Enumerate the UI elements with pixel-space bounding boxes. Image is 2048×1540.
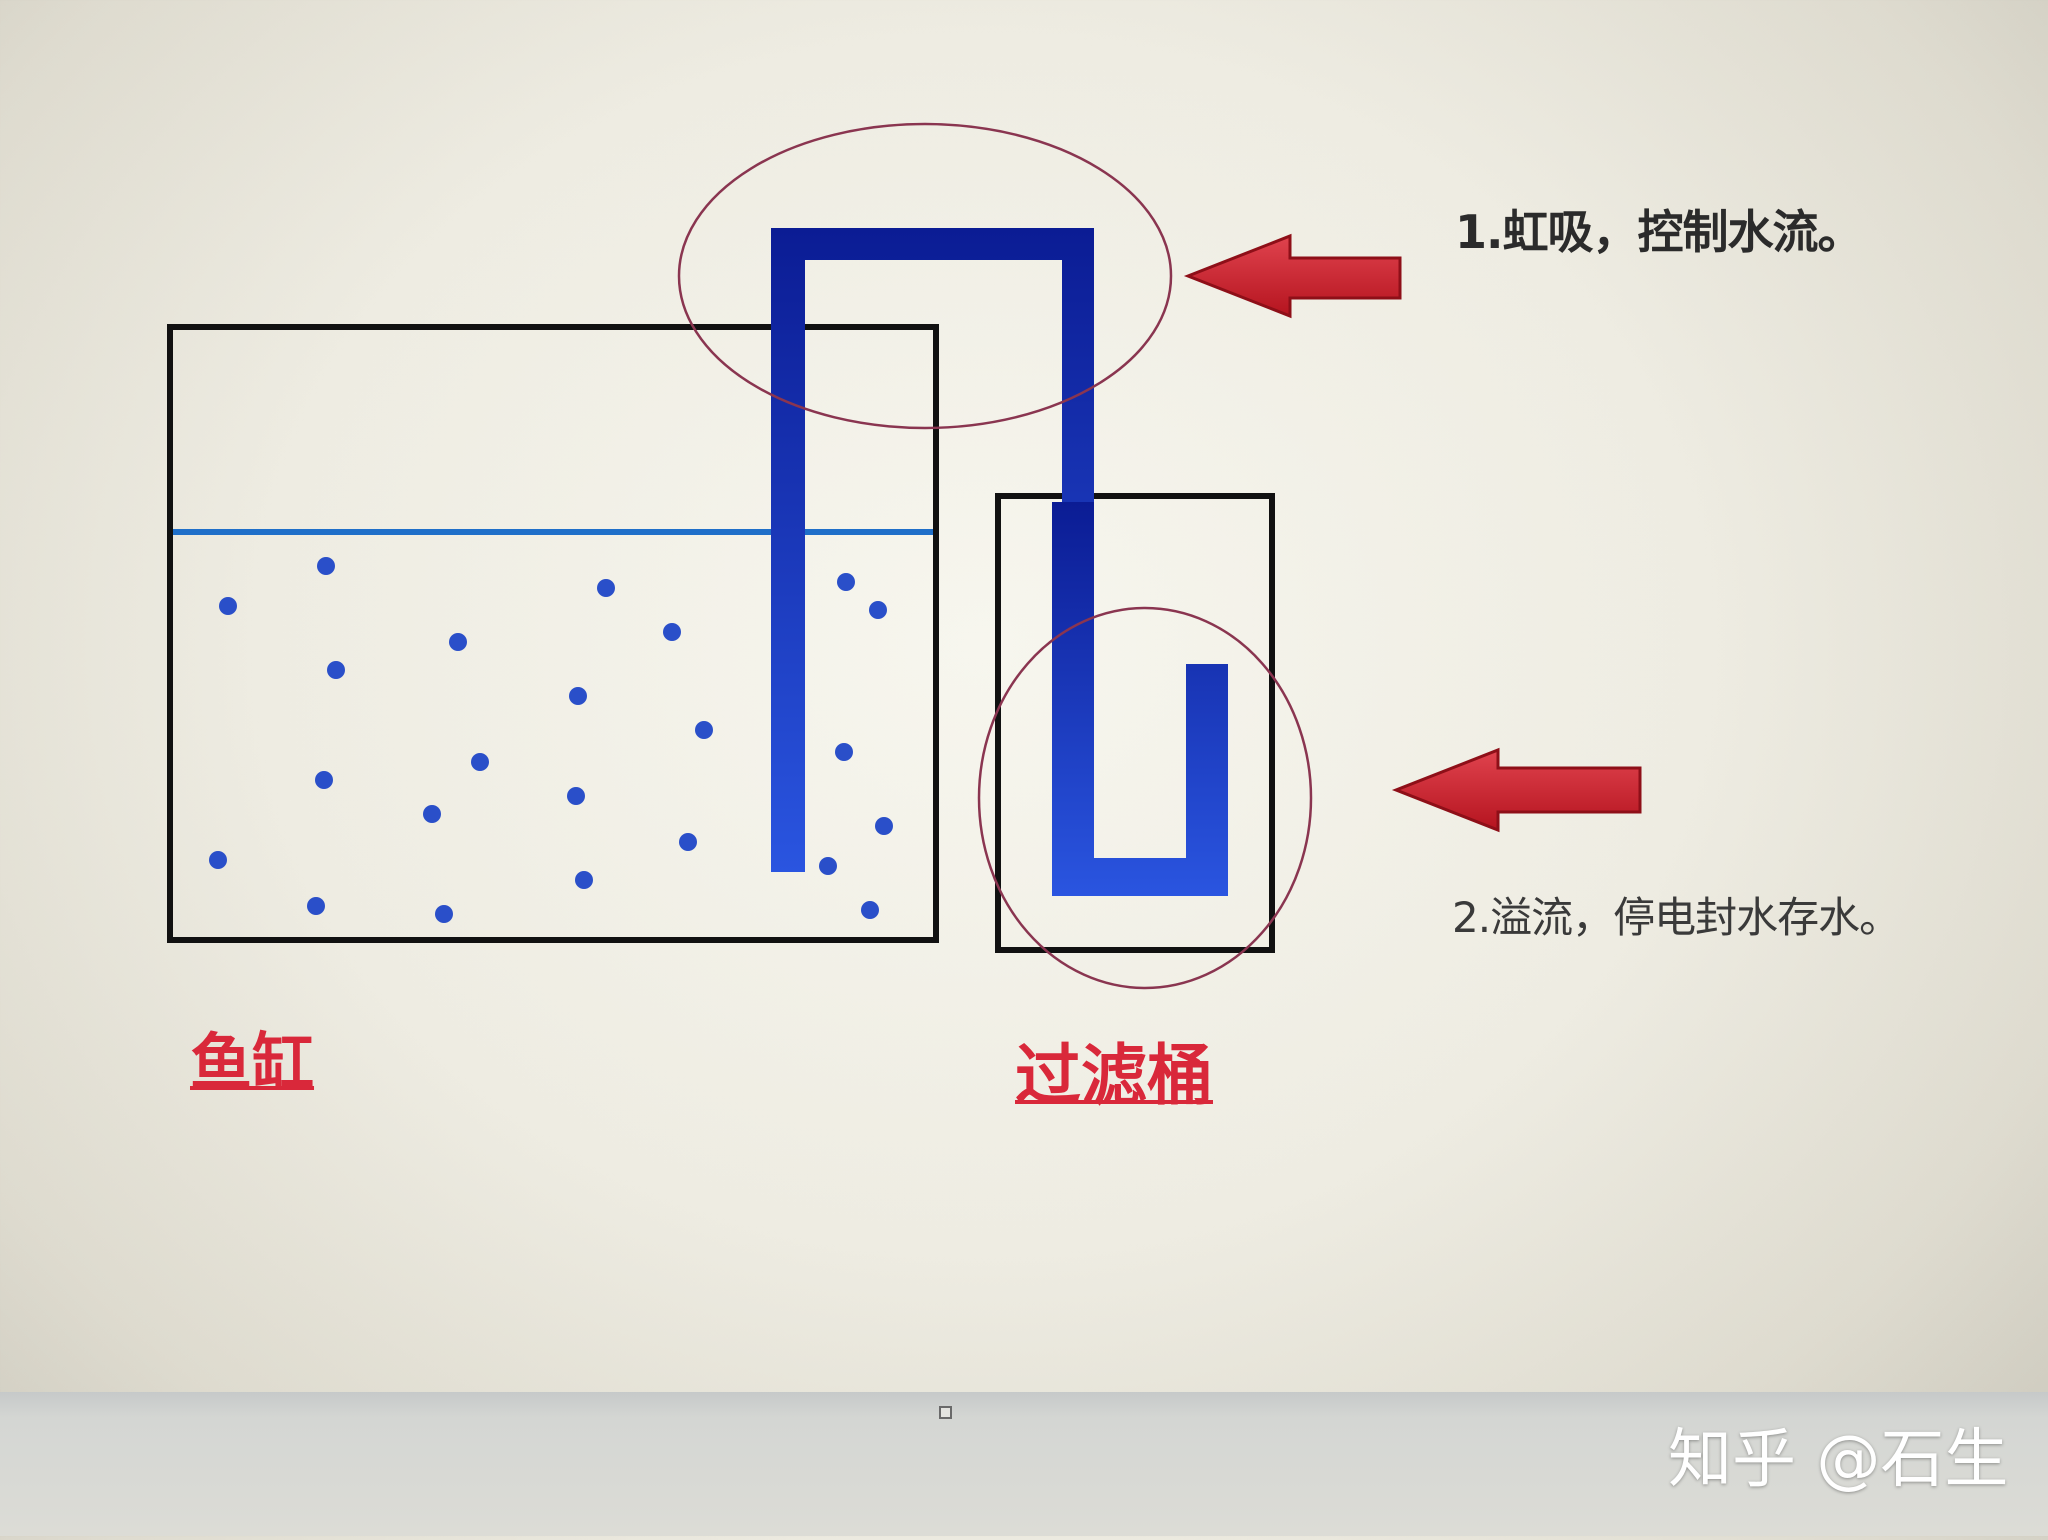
zhihu-watermark: 知乎 @石生 [1668, 1423, 2009, 1497]
fish-tank-label: 鱼缸 [190, 1026, 315, 1099]
water-bubbles [209, 557, 893, 923]
overflow-annotation: 2.溢流，停电封水存水。 [1452, 893, 1901, 942]
left-arrow-icon [1391, 747, 1642, 833]
siphon-annotation: 1.虹吸，控制水流。 [1455, 205, 1863, 259]
siphon-pipe [771, 228, 1094, 872]
overflow-highlight-circle [977, 606, 1313, 990]
left-arrow-icon [1183, 233, 1402, 319]
fish-tank [167, 324, 939, 943]
filter-bucket-label: 过滤桶 [1015, 1037, 1213, 1114]
overflow-pipe [1052, 502, 1228, 896]
filter-bucket [995, 493, 1275, 953]
siphon-highlight-circle [677, 122, 1173, 430]
screen-bottom-bar [0, 1392, 2048, 1536]
bar-handle [939, 1406, 952, 1419]
